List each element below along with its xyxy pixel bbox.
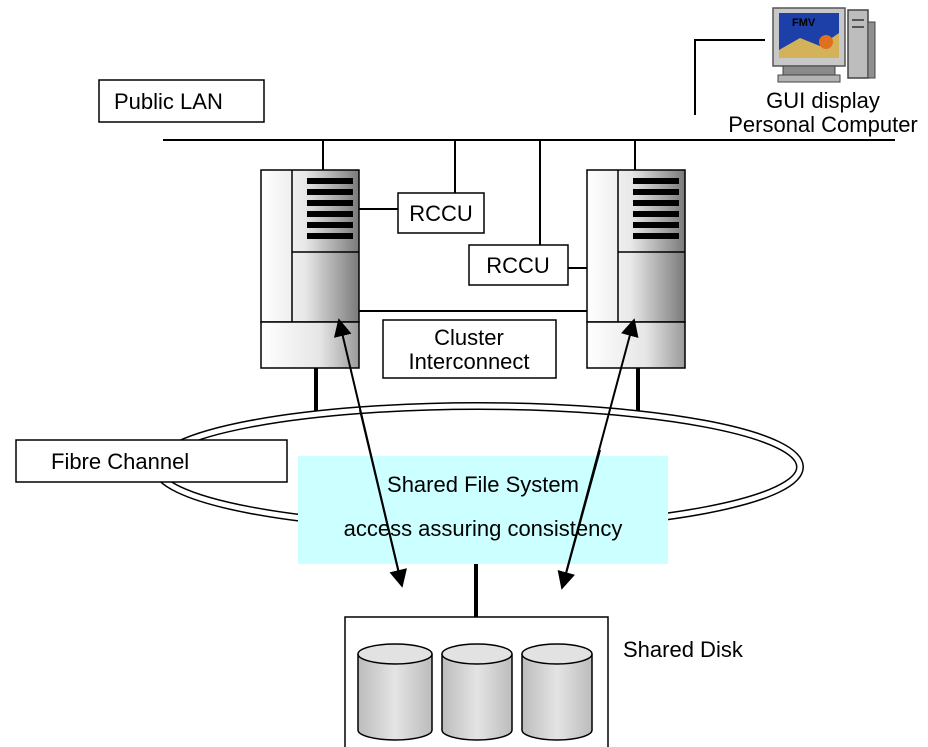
- gui-personal-computer: FMV GUI display Personal Computer: [694, 7, 918, 137]
- arrow-right-down: [557, 449, 601, 590]
- shared-fs-label-line1: Shared File System: [387, 472, 579, 497]
- public-lan-label: Public LAN: [114, 89, 223, 114]
- shared-disk-label: Shared Disk: [623, 637, 744, 662]
- cluster-interconnect: Cluster Interconnect: [359, 310, 587, 379]
- shared-disk: [344, 616, 609, 747]
- interconnect-label-line2: Interconnect: [408, 349, 529, 374]
- interconnect-box: [382, 319, 557, 379]
- fibre-channel-label: Fibre Channel: [51, 449, 189, 474]
- personal-computer-icon: FMV: [772, 7, 876, 83]
- rccu-left-label: RCCU: [409, 201, 473, 226]
- disk-cylinder-3: [521, 643, 593, 741]
- disk-cylinder-2: [441, 643, 513, 741]
- cluster-node-right: [586, 169, 686, 369]
- shared-fs-box: [298, 456, 668, 564]
- access-arrows: [333, 318, 639, 590]
- rccu-right-label: RCCU: [486, 253, 550, 278]
- public-lan: Public LAN: [98, 79, 895, 141]
- cluster-node-left: [260, 169, 360, 369]
- rccu-left: RCCU: [359, 192, 485, 234]
- rccu-left-box: [397, 192, 485, 234]
- shared-file-system: Shared File System access assuring consi…: [298, 456, 668, 564]
- public-lan-label-box: [98, 79, 265, 123]
- gui-label-line1: GUI display: [766, 88, 880, 113]
- drive-bays-right: [633, 178, 679, 239]
- arrow-left-down: [359, 409, 407, 588]
- disk-cylinder-1: [357, 643, 433, 741]
- drive-bays-left: [307, 178, 353, 239]
- interconnect-label-line1: Cluster: [434, 325, 504, 350]
- pc-lan-link: [694, 39, 765, 115]
- gui-label-line2: Personal Computer: [728, 112, 918, 137]
- rccu-right: RCCU: [468, 244, 587, 286]
- monitor-brand: FMV: [792, 17, 816, 29]
- rccu-right-box: [468, 244, 569, 286]
- fibre-channel-label-box: [15, 439, 288, 483]
